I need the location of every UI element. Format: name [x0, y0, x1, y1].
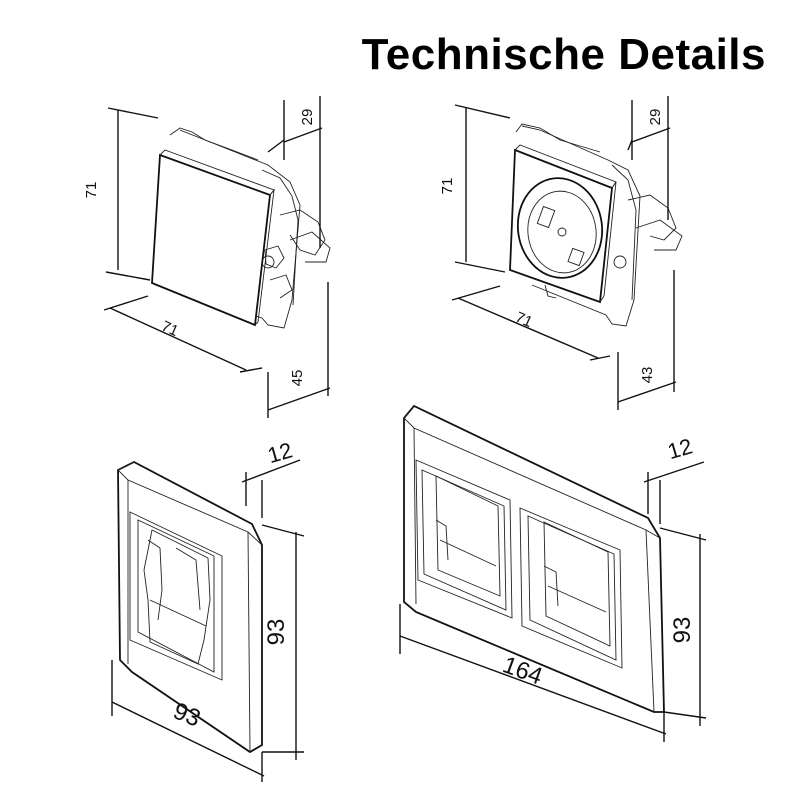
single-frame-drawing: 12 93 93 [111, 437, 305, 782]
page-title: Technische Details [361, 30, 766, 79]
switch-insert-drawing: 71 71 29 45 [83, 96, 331, 418]
double-frame-drawing: 12 93 164 [399, 404, 707, 742]
socket-width-label: 71 [513, 309, 535, 331]
socket-height-label: 71 [439, 178, 456, 195]
socket-depth-top-label: 29 [647, 109, 664, 126]
double-frame-height-label: 93 [669, 617, 696, 644]
switch-depth-top-label: 29 [299, 109, 316, 126]
switch-height-label: 71 [83, 182, 100, 199]
socket-depth-bottom-label: 43 [639, 367, 656, 384]
socket-insert-drawing: 71 71 29 43 [439, 96, 683, 410]
double-frame-depth-label: 12 [665, 433, 695, 464]
switch-depth-bottom-label: 45 [289, 370, 306, 387]
single-frame-height-label: 93 [263, 619, 290, 646]
switch-width-label: 71 [159, 318, 181, 340]
